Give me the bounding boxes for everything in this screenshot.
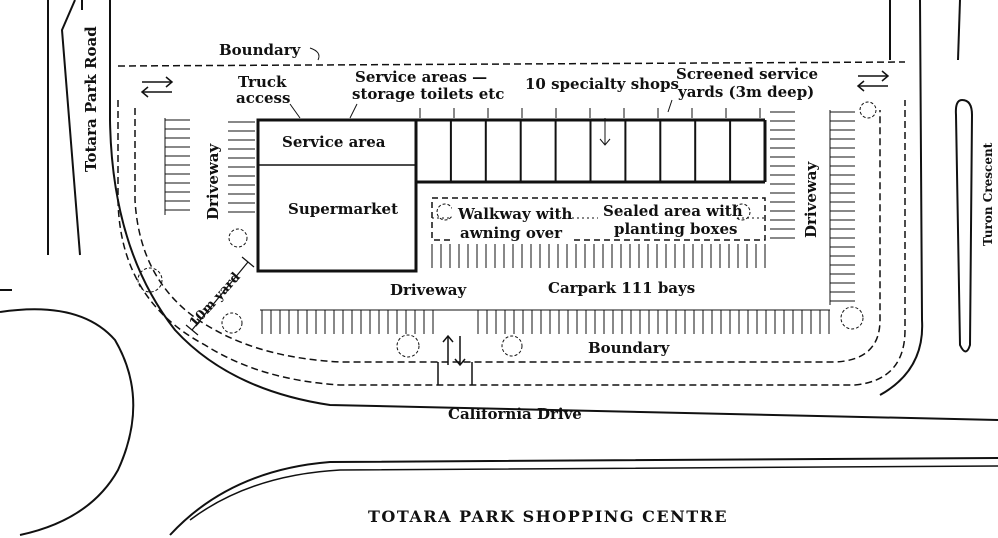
label-boundary-top: Boundary bbox=[219, 41, 302, 59]
access-arrows bbox=[140, 70, 890, 385]
label-truck-access-2: access bbox=[236, 89, 290, 107]
road-edge-outer bbox=[109, 0, 998, 421]
label-service-areas-2: storage toilets etc bbox=[352, 85, 504, 103]
parking-bays-central bbox=[431, 244, 766, 268]
label-truck-access-1: Truck bbox=[238, 73, 287, 91]
buildings bbox=[256, 118, 767, 273]
yard-dimension bbox=[185, 256, 255, 336]
label-driveway-east: Driveway bbox=[802, 161, 820, 239]
site-boundary bbox=[117, 61, 906, 386]
label-10m-yard: 10m yard bbox=[187, 270, 244, 331]
west-access-arrow bbox=[140, 76, 174, 98]
walkway-sealed-area bbox=[431, 197, 766, 241]
label-screened-1: Screened service bbox=[676, 65, 818, 83]
parking-bays-west-inner bbox=[228, 121, 255, 213]
shop-dividers bbox=[449, 120, 732, 182]
label-sealed-2: planting boxes bbox=[614, 220, 737, 238]
supermarket-building bbox=[256, 118, 418, 273]
east-access-arrow bbox=[856, 70, 890, 92]
labels: Boundary Truck access Service areas — st… bbox=[82, 26, 995, 526]
label-sealed-1: Sealed area with bbox=[603, 202, 743, 220]
turon-road-edge-c bbox=[957, 0, 961, 61]
label-supermarket: Supermarket bbox=[288, 200, 398, 218]
boundary-north bbox=[117, 61, 906, 67]
label-service-area: Service area bbox=[282, 133, 386, 151]
diagram-title: TOTARA PARK SHOPPING CENTRE bbox=[368, 507, 728, 526]
landscaping bbox=[137, 101, 877, 358]
label-california-drive: California Drive bbox=[448, 405, 582, 423]
label-screened-2: yards (3m deep) bbox=[677, 83, 814, 101]
parking-bays-north bbox=[419, 108, 761, 118]
boundary-south bbox=[117, 100, 906, 386]
label-walkway-2: awning over bbox=[460, 224, 563, 242]
california-drive-edge-south bbox=[169, 457, 998, 536]
turon-road-edge-b bbox=[879, 0, 924, 396]
turon-crescent-median bbox=[954, 98, 974, 353]
roundabout bbox=[0, 308, 135, 536]
label-boundary-bottom: Boundary bbox=[588, 339, 671, 357]
label-service-areas-1: Service areas — bbox=[355, 68, 487, 86]
annotation-arrows bbox=[289, 47, 673, 146]
label-totara-park-road: Totara Park Road bbox=[82, 26, 100, 172]
label-carpark: Carpark 111 bays bbox=[548, 279, 695, 297]
parking-bays-south bbox=[260, 309, 830, 334]
label-turon-crescent: Turon Crescent bbox=[981, 142, 995, 246]
california-drive-kerb bbox=[189, 465, 998, 521]
label-driveway-west: Driveway bbox=[204, 143, 222, 221]
parking-bays-east bbox=[770, 110, 855, 305]
south-access-arrow bbox=[437, 334, 473, 385]
totara-park-road-median bbox=[60, 0, 81, 256]
label-specialty-shops: 10 specialty shops bbox=[525, 75, 679, 93]
label-driveway-south: Driveway bbox=[390, 281, 468, 299]
boundary-inner bbox=[134, 108, 881, 363]
parking-bays-west-outer bbox=[164, 118, 190, 215]
label-walkway-1: Walkway with bbox=[457, 205, 572, 223]
